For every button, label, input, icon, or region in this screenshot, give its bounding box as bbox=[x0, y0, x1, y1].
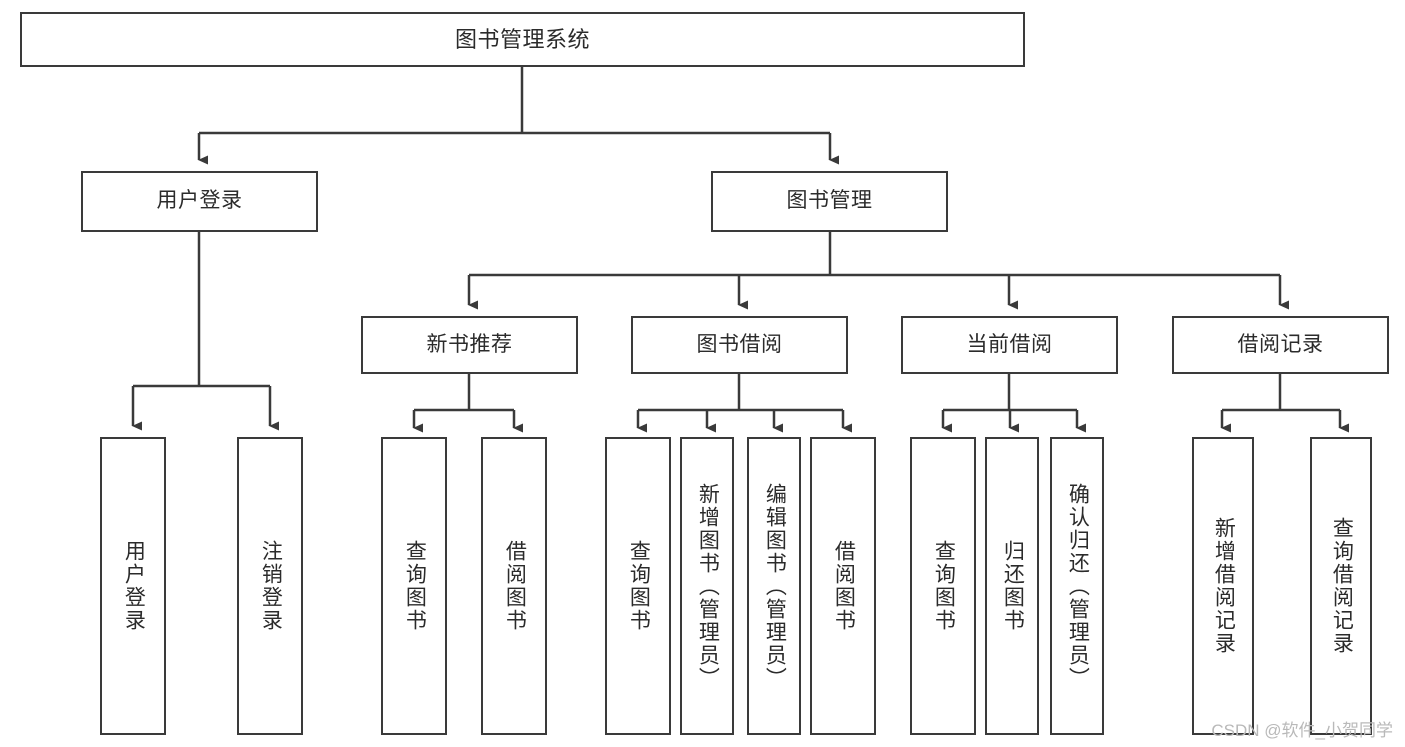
leaf-user-login-logout[interactable]: 注销登录 bbox=[237, 437, 303, 735]
leaf-user-login-login[interactable]: 用户登录 bbox=[100, 437, 166, 735]
leaf-book-borrow-borrow[interactable]: 借阅图书 bbox=[810, 437, 876, 735]
node-user-login[interactable]: 用户登录 bbox=[81, 171, 318, 232]
leaf-label: 查询图书 bbox=[627, 540, 651, 632]
leaf-book-borrow-query[interactable]: 查询图书 bbox=[605, 437, 671, 735]
leaf-label: 注销登录 bbox=[259, 540, 283, 632]
leaf-new-book-query[interactable]: 查询图书 bbox=[381, 437, 447, 735]
leaf-label: 新增图书（管理员） bbox=[696, 482, 720, 690]
leaf-label: 查询借阅记录 bbox=[1330, 517, 1354, 655]
leaf-label: 确认归还（管理员） bbox=[1066, 482, 1090, 690]
leaf-borrow-record-add[interactable]: 新增借阅记录 bbox=[1192, 437, 1254, 735]
leaf-label: 新增借阅记录 bbox=[1212, 517, 1236, 655]
node-root-system[interactable]: 图书管理系统 bbox=[20, 12, 1025, 67]
node-current-borrow-label: 当前借阅 bbox=[966, 332, 1053, 356]
node-current-borrow[interactable]: 当前借阅 bbox=[901, 316, 1118, 374]
leaf-label: 用户登录 bbox=[122, 540, 146, 632]
node-book-manage-label: 图书管理 bbox=[786, 189, 873, 213]
leaf-new-book-borrow[interactable]: 借阅图书 bbox=[481, 437, 547, 735]
leaf-book-borrow-add[interactable]: 新增图书（管理员） bbox=[680, 437, 734, 735]
leaf-borrow-record-query[interactable]: 查询借阅记录 bbox=[1310, 437, 1372, 735]
leaf-current-borrow-confirm[interactable]: 确认归还（管理员） bbox=[1050, 437, 1104, 735]
node-book-borrow[interactable]: 图书借阅 bbox=[631, 316, 848, 374]
leaf-label: 编辑图书（管理员） bbox=[763, 482, 787, 690]
leaf-book-borrow-edit[interactable]: 编辑图书（管理员） bbox=[747, 437, 801, 735]
node-new-book-recommend[interactable]: 新书推荐 bbox=[361, 316, 578, 374]
node-book-borrow-label: 图书借阅 bbox=[696, 332, 783, 356]
node-borrow-record[interactable]: 借阅记录 bbox=[1172, 316, 1389, 374]
node-user-login-label: 用户登录 bbox=[156, 189, 243, 213]
leaf-label: 查询图书 bbox=[403, 540, 427, 632]
leaf-label: 归还图书 bbox=[1001, 540, 1025, 632]
leaf-current-borrow-query[interactable]: 查询图书 bbox=[910, 437, 976, 735]
node-book-manage[interactable]: 图书管理 bbox=[711, 171, 948, 232]
node-borrow-record-label: 借阅记录 bbox=[1237, 332, 1324, 356]
node-new-book-recommend-label: 新书推荐 bbox=[426, 332, 513, 356]
leaf-label: 借阅图书 bbox=[832, 540, 856, 632]
leaf-label: 查询图书 bbox=[932, 540, 956, 632]
node-root-label: 图书管理系统 bbox=[454, 26, 590, 52]
csdn-watermark: CSDN @软件_小贺同学 bbox=[1211, 721, 1393, 740]
leaf-label: 借阅图书 bbox=[503, 540, 527, 632]
leaf-current-borrow-return[interactable]: 归还图书 bbox=[985, 437, 1039, 735]
